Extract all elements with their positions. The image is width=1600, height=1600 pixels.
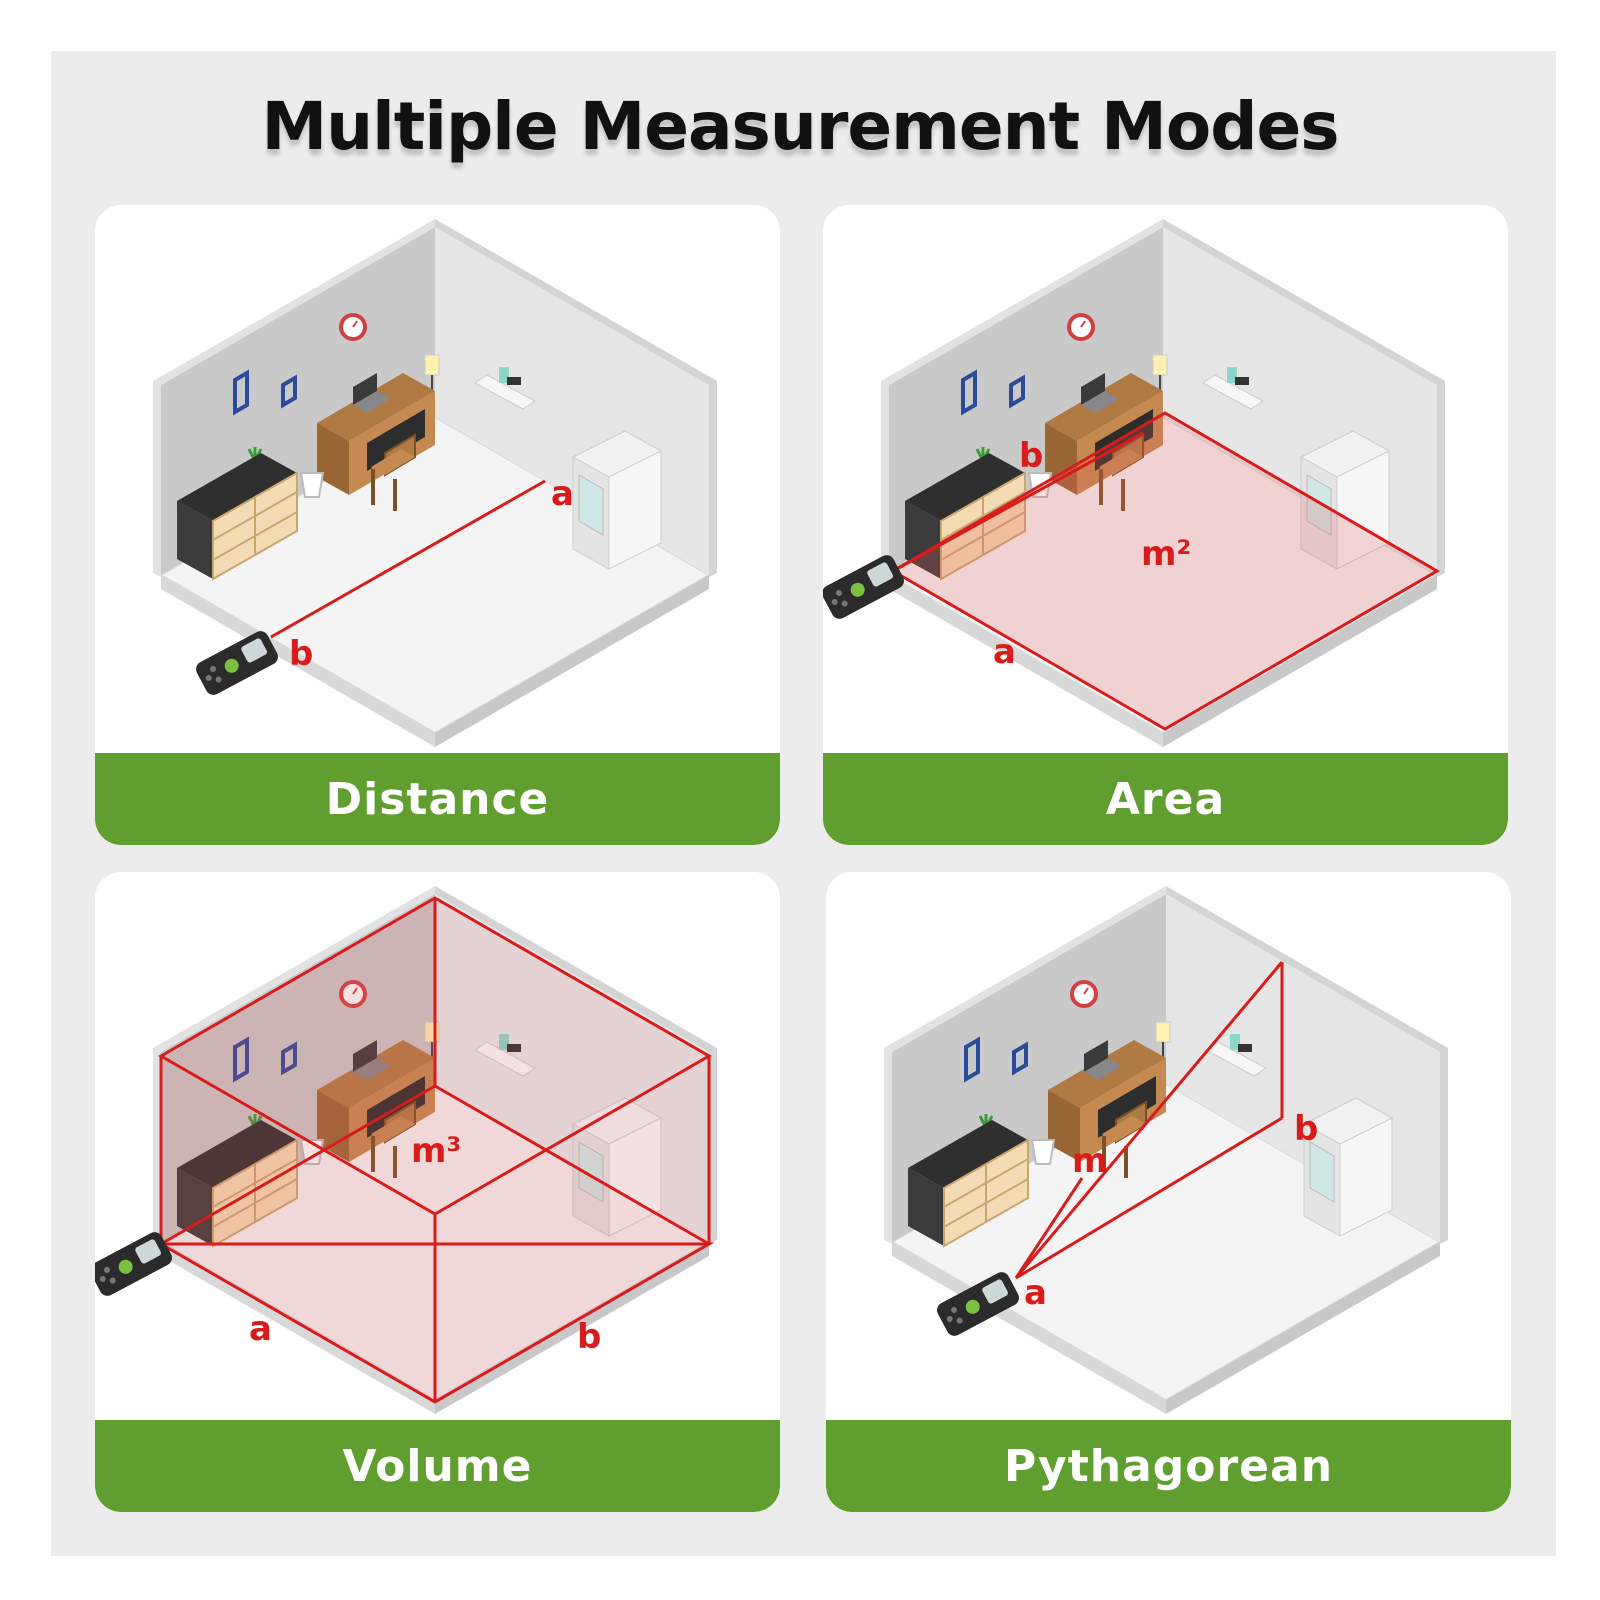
laser-distance-meter-icon [95,1229,175,1299]
mark-unit: m² [1141,534,1191,574]
mode-label-pythagorean: Pythagorean [826,1420,1511,1512]
room-scene-icon: a b [151,217,719,749]
mark-a: a [551,474,574,514]
page-title: Multiple Measurement Modes [261,88,1340,165]
room-scene-icon: b m a [882,884,1450,1416]
mode-card-pythagorean: b m a Pythagorean [826,872,1511,1512]
mark-a: a [993,632,1016,672]
mode-card-area: b a m² Area [823,205,1508,845]
mark-b: b [1019,436,1043,476]
mode-card-volume: m³ a b Volume [95,872,780,1512]
mode-card-distance: a b Distance [95,205,780,845]
mode-label-volume: Volume [95,1420,780,1512]
mark-unit: m [1072,1141,1107,1181]
room-scene-icon: m³ a b [95,884,719,1416]
mode-label-distance: Distance [95,753,780,845]
mark-b: b [1294,1109,1318,1149]
mode-label-area: Area [823,753,1508,845]
mark-b: b [577,1317,601,1357]
laser-distance-meter-icon [823,552,907,622]
mark-a: a [249,1309,272,1349]
room-scene-icon: b a m² [823,217,1447,749]
laser-distance-meter-icon [193,628,281,698]
mark-unit: m³ [411,1131,461,1171]
mark-b: b [289,634,313,674]
mark-a: a [1024,1273,1047,1313]
